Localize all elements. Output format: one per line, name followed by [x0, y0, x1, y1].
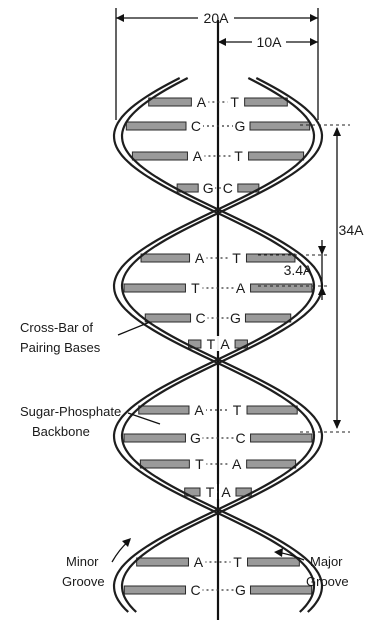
base-pair-9-left-base: A — [194, 402, 204, 418]
base-pair-11-left-bar — [140, 460, 189, 468]
base-pair-1-left-bar — [149, 98, 192, 106]
base-pair-3-left-bar — [132, 152, 187, 160]
base-pair-4-right-base: C — [223, 180, 233, 196]
base-pair-10-left-base: G — [190, 430, 201, 446]
base-pair-2-right-base: G — [235, 118, 246, 134]
base-pair-14-right-base: G — [235, 582, 246, 598]
minor-groove-label-line2: Groove — [62, 574, 105, 589]
base-pair-9-left-bar — [139, 406, 189, 414]
base-pair-2-left-bar — [126, 122, 186, 130]
base-pair-10-left-bar — [124, 434, 185, 442]
crossbar-label-line1: Cross-Bar of — [20, 320, 93, 335]
base-pair-6-left-bar — [124, 284, 185, 292]
base-pair-1-left-base: A — [197, 94, 207, 110]
base-pair-4-left-base: G — [203, 180, 214, 196]
callout-minor-groove: Minor Groove — [62, 538, 131, 589]
callout-crossbar: Cross-Bar of Pairing Bases — [20, 320, 150, 355]
base-pair-13-right-bar — [248, 558, 300, 566]
base-pair-2-left-base: C — [191, 118, 201, 134]
base-pair-7-left-base: C — [195, 310, 205, 326]
base-pair-6-right-base: A — [236, 280, 246, 296]
base-pair-14-left-bar — [124, 586, 185, 594]
base-pair-11-right-base: A — [232, 456, 242, 472]
base-pair-12-right-base: A — [221, 484, 231, 500]
base-pair-8-left-base: T — [207, 336, 216, 352]
base-pair-10-right-base: C — [235, 430, 245, 446]
base-pair-9-right-bar — [247, 406, 297, 414]
base-pair-8-right-base: A — [220, 336, 230, 352]
base-pair-7-right-base: G — [230, 310, 241, 326]
backbone-label-line1: Sugar-Phosphate — [20, 404, 121, 419]
base-pair-10-right-bar — [251, 434, 312, 442]
base-pair-3-right-bar — [249, 152, 304, 160]
base-pair-12-left-base: T — [206, 484, 215, 500]
base-pair-11-right-bar — [247, 460, 296, 468]
minor-groove-label-line1: Minor — [66, 554, 99, 569]
base-pair-9-right-base: T — [233, 402, 242, 418]
base-pair-13-left-base: A — [194, 554, 204, 570]
backbone-label-line2: Backbone — [32, 424, 90, 439]
base-pair-7-right-bar — [245, 314, 290, 322]
base-pair-13-right-base: T — [233, 554, 242, 570]
crossbar-label-line2: Pairing Bases — [20, 340, 101, 355]
base-pair-13-left-bar — [137, 558, 189, 566]
base-pair-5-left-base: A — [195, 250, 205, 266]
base-pair-14-left-base: C — [190, 582, 200, 598]
major-groove-label-line2: Groove — [306, 574, 349, 589]
half-width-label: 10A — [257, 34, 283, 50]
base-pair-6-right-bar — [251, 284, 312, 292]
full-width-label: 20A — [204, 10, 230, 26]
base-pair-3-left-base: A — [193, 148, 203, 164]
base-pair-2-right-bar — [250, 122, 310, 130]
base-pair-14-right-bar — [250, 586, 311, 594]
major-groove-label-line1: Major — [310, 554, 343, 569]
base-pair-11-left-base: T — [195, 456, 204, 472]
base-pair-1-right-base: T — [230, 94, 239, 110]
callout-major-groove: Major Groove — [274, 548, 349, 589]
base-pair-1-right-bar — [245, 98, 288, 106]
base-pair-6-left-base: T — [191, 280, 200, 296]
dimension-half-width: 10A — [218, 34, 318, 50]
rise-label: 3.4A — [284, 262, 313, 278]
base-pair-3-right-base: T — [234, 148, 243, 164]
base-pair-7-left-bar — [145, 314, 190, 322]
pitch-label: 34A — [339, 222, 365, 238]
dimension-pitch: 34A — [300, 125, 364, 432]
base-pair-5-right-base: T — [232, 250, 241, 266]
base-pair-5-left-bar — [141, 254, 189, 262]
